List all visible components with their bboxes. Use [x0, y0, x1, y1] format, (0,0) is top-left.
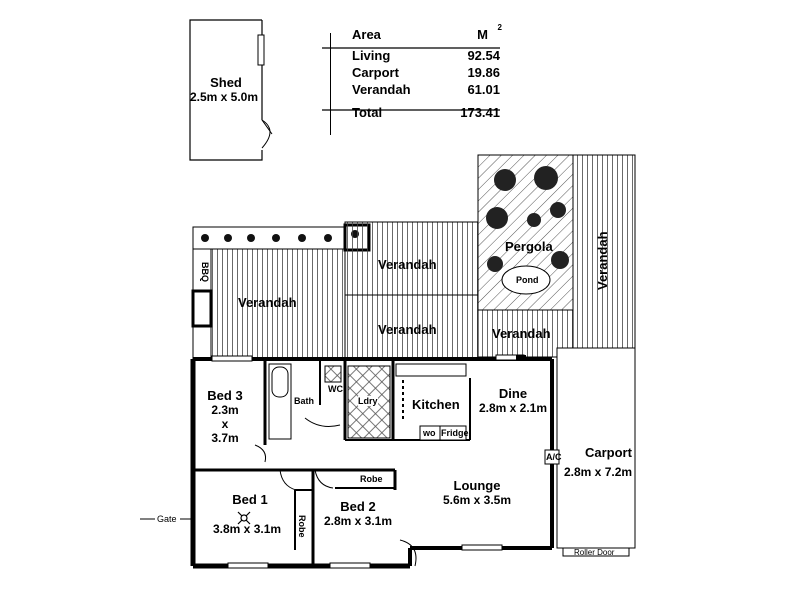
- pergola-plant-icons: [486, 166, 569, 272]
- verandah-upper: [344, 221, 479, 296]
- area-unit: M: [477, 27, 488, 42]
- area-header: Area: [352, 27, 381, 42]
- bed2-label: Bed 2 2.8m x 3.1m: [323, 499, 393, 528]
- bed3-label: Bed 3 2.3m x 3.7m: [207, 388, 243, 445]
- pergola-label: Pergola: [505, 239, 553, 254]
- bed1-label: Bed 1: [232, 492, 268, 507]
- bath-label: Bath: [294, 396, 314, 406]
- carport-size: 2.8m x 7.2m: [564, 465, 633, 479]
- roller-door: [562, 547, 630, 557]
- area-unit-sup: 2: [497, 23, 502, 32]
- windows: [211, 354, 525, 569]
- lounge-label: Lounge 5.6m x 3.5m: [442, 478, 512, 507]
- door-swings: [254, 417, 417, 567]
- ldry-label: Ldry: [358, 396, 378, 407]
- area-table-header: Area M 2: [330, 23, 502, 44]
- ceiling-fan-icon: [237, 511, 251, 525]
- verandah-main-label: Verandah: [238, 295, 297, 310]
- area-row: Carport 19.86: [352, 65, 500, 80]
- wc-label: WC: [328, 384, 343, 394]
- verandah-side: [572, 154, 636, 349]
- area-table: Area M 2 Living 92.54 Carport 19.86 Vera…: [330, 23, 502, 122]
- pond-label: Pond: [516, 275, 539, 285]
- verandah-main: [210, 248, 346, 360]
- kitchen-bench: [395, 363, 467, 377]
- garden-strip: [192, 226, 346, 250]
- area-total-row: Total 173.41: [352, 105, 500, 120]
- verandah-middle: [344, 294, 479, 360]
- area-table-divider: [330, 33, 331, 135]
- gate-label: Gate: [157, 514, 177, 524]
- verandah-middle-label: Verandah: [378, 322, 437, 337]
- ac-unit: [544, 449, 560, 465]
- verandah-upper-label: Verandah: [378, 257, 437, 272]
- dine-label: Dine 2.8m x 2.1m: [478, 386, 548, 415]
- roller-door-label: Roller Door: [574, 548, 615, 557]
- verandah-side-label: Verandah: [595, 231, 610, 290]
- kitchen-label: Kitchen: [412, 397, 460, 412]
- wo-label: wo: [423, 428, 436, 438]
- shed-label: Shed 2.5m x 5.0m: [189, 75, 259, 104]
- bed1-size: 3.8m x 3.1m: [213, 522, 282, 536]
- bbq-label: BBQ: [200, 262, 210, 282]
- bbq-unit: [191, 289, 213, 328]
- robe-bed1-label: Robe: [297, 515, 307, 538]
- shed-outline: [189, 19, 273, 161]
- verandah-dine-label: Verandah: [492, 326, 551, 341]
- carport-label: Carport: [585, 445, 632, 460]
- fridge-label: Fridge: [441, 428, 469, 438]
- area-row: Verandah 61.01: [352, 82, 500, 97]
- area-row: Living 92.54: [352, 48, 500, 63]
- carport-outline: [556, 347, 636, 549]
- ac-label: A/C: [546, 452, 562, 462]
- pond: [501, 265, 551, 295]
- robe-bed2-label: Robe: [360, 474, 383, 484]
